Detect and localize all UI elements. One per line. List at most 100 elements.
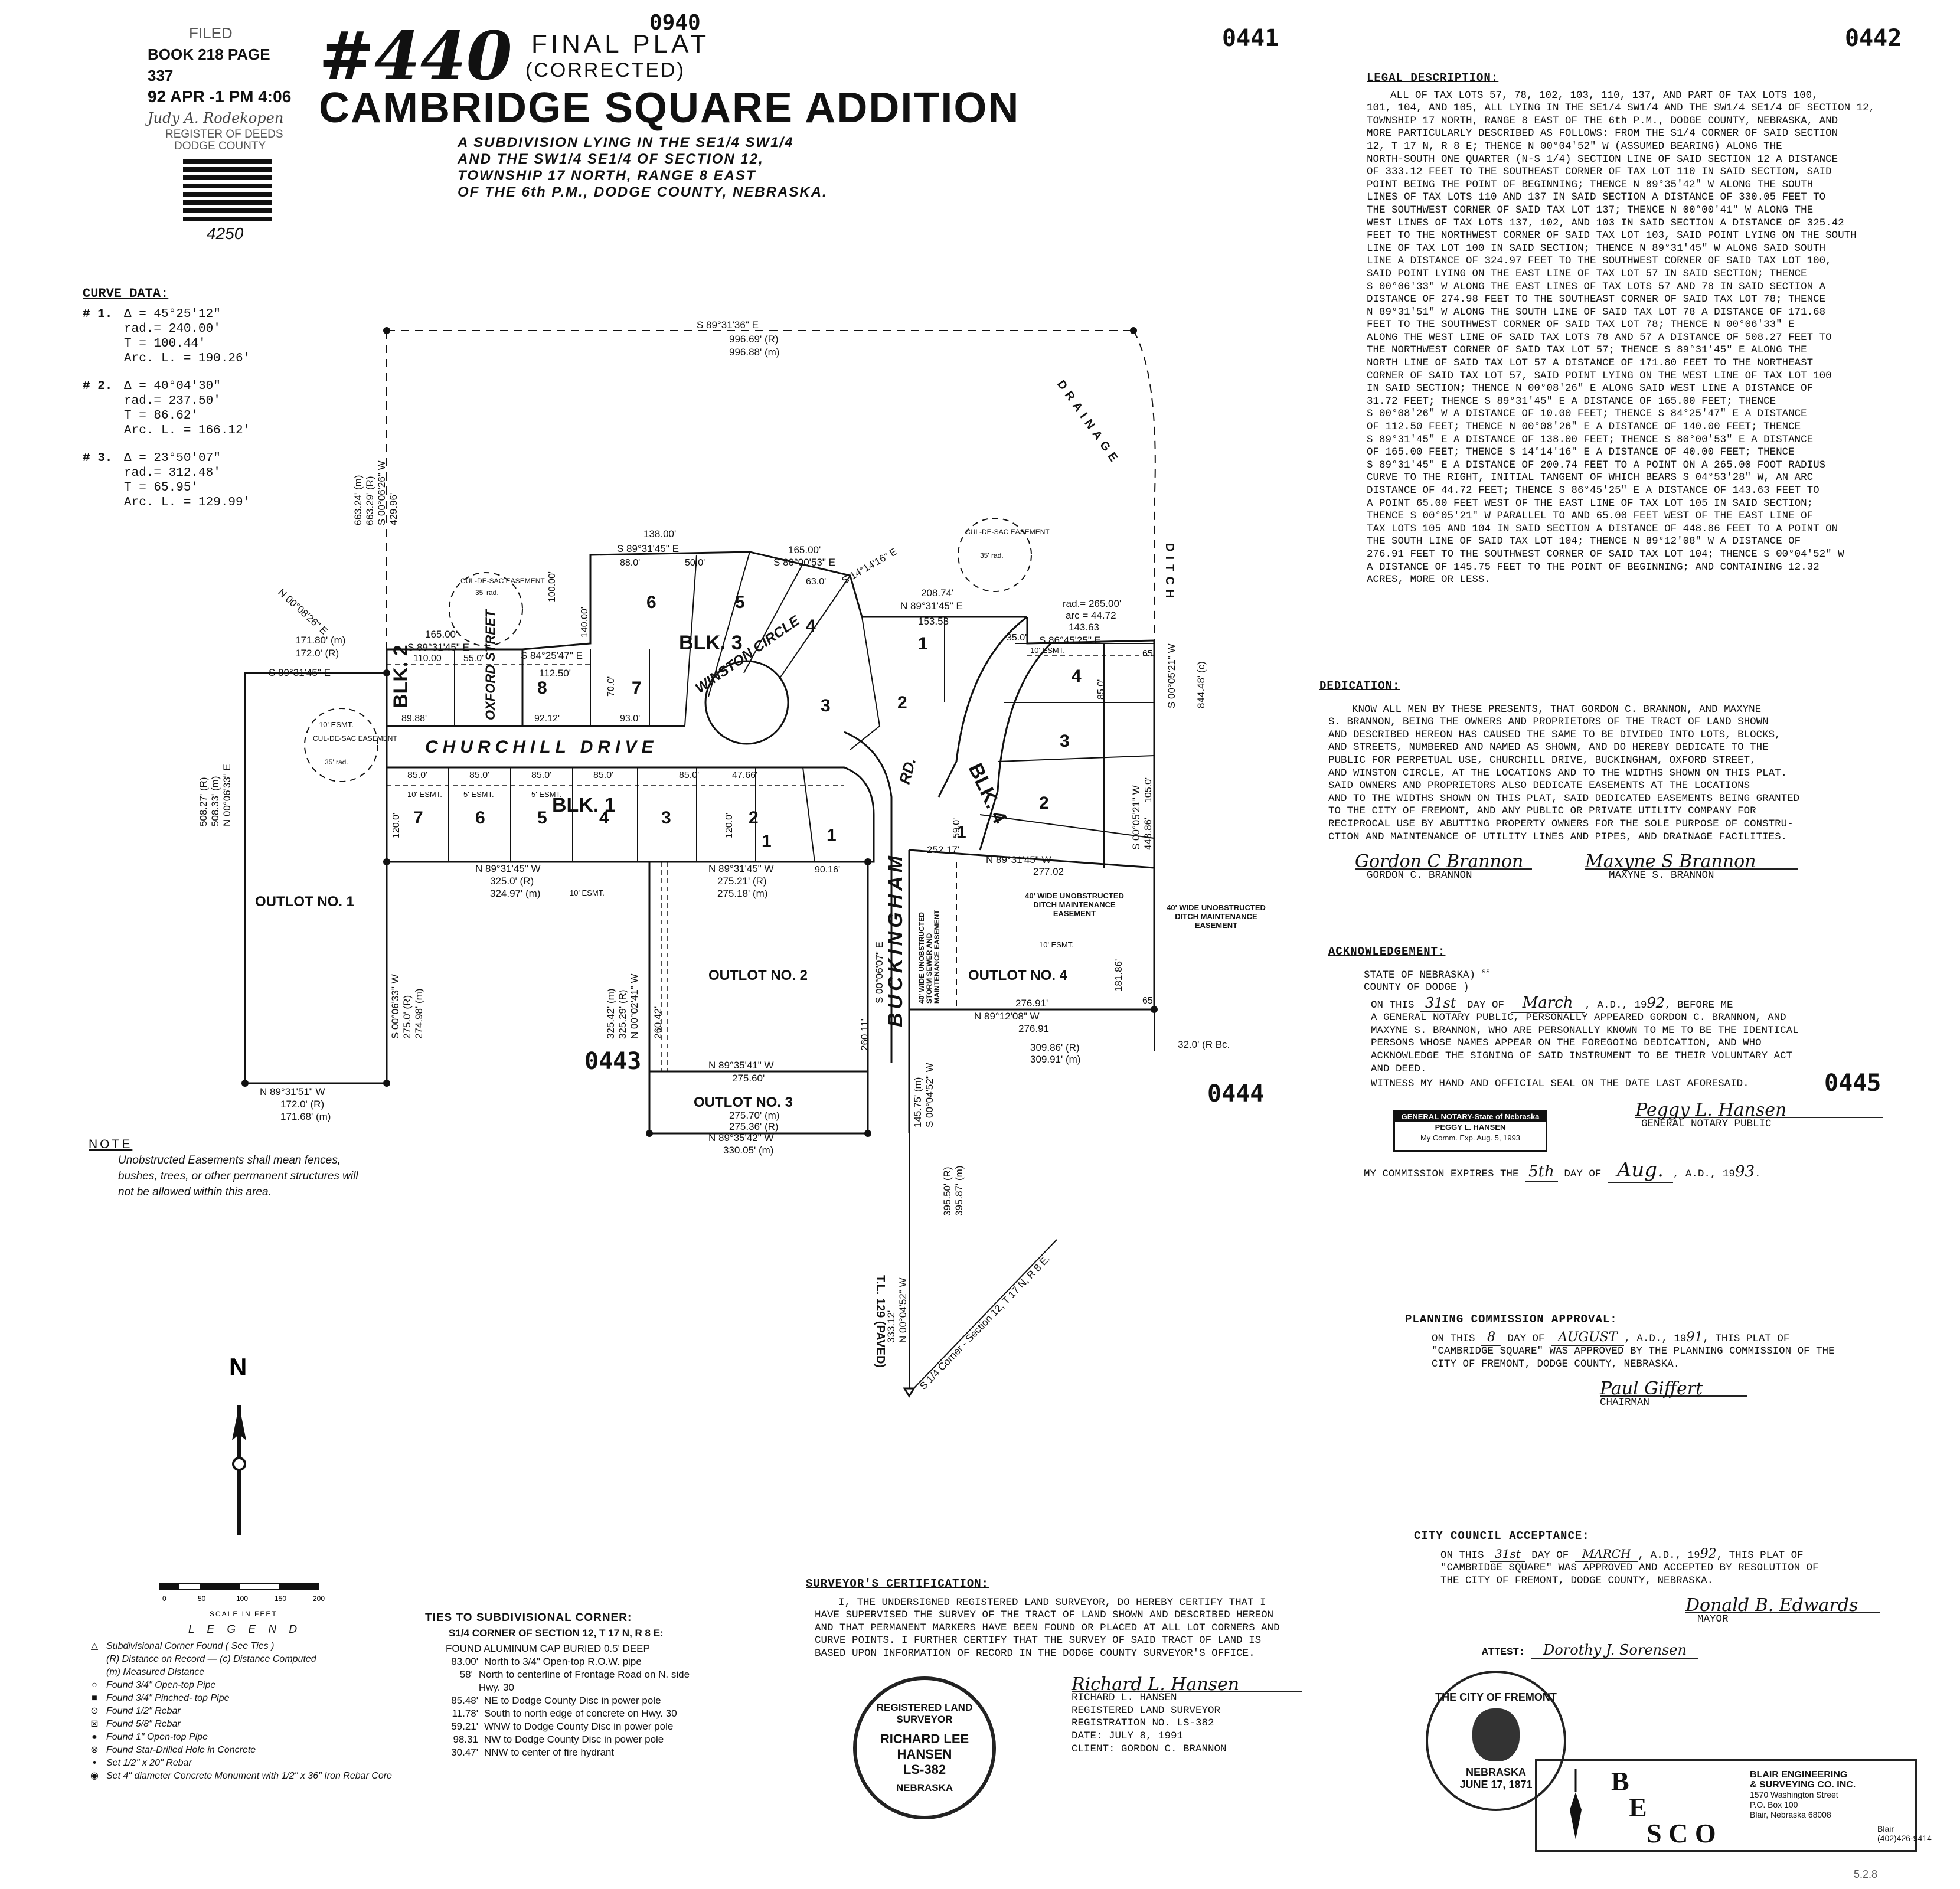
text-line: DISTANCE OF 44.72 FEET; THENCE S 86°45'2… bbox=[1367, 485, 1819, 496]
corner-marker bbox=[1130, 327, 1137, 334]
buckingham-label: BUCKINGHAM bbox=[884, 852, 907, 1027]
signature-script: Richard L. Hansen bbox=[1072, 1675, 1302, 1693]
scale-bar: 0 50 100 150 200 SCALE IN FEET bbox=[159, 1583, 325, 1618]
bearing-label: S 89°31'45" E bbox=[269, 667, 331, 678]
ack-month: March bbox=[1510, 993, 1585, 1013]
distance-label: 275.18' (m) bbox=[717, 888, 767, 899]
lot-dim: 70.0' bbox=[606, 676, 616, 697]
distance-label: 276.91' bbox=[1015, 998, 1048, 1009]
attest-line: ATTEST: Dorothy J. Sorensen bbox=[1482, 1641, 1892, 1659]
curve-arc: Arc. L. = 190.26' bbox=[124, 352, 251, 365]
distance-label: 325.0' (R) bbox=[490, 875, 534, 887]
winston-circle-label: WINSTON CIRCLE bbox=[692, 612, 803, 696]
ack-date-line: ON THIS 31st DAY OF March, A.D., 1992, B… bbox=[1371, 993, 1733, 1013]
legend-item: ⊠Found 5/8" Rebar bbox=[89, 1718, 401, 1731]
page-title: CAMBRIDGE SQUARE ADDITION bbox=[319, 84, 1020, 132]
lot-dim: 47.66' bbox=[732, 770, 757, 780]
pinched-pipe-icon: ■ bbox=[92, 1693, 97, 1703]
text-line: ACKNOWLEDGE THE SIGNING OF SAID INSTRUME… bbox=[1371, 1050, 1793, 1062]
lot-dim: 110.00 bbox=[413, 653, 442, 664]
five-eighth-rebar-icon: ⊠ bbox=[90, 1719, 99, 1729]
text-line: TOWNSHIP 17 NORTH, RANGE 8 EAST OF THE 6… bbox=[1367, 115, 1838, 127]
ack-year: 92 bbox=[1647, 994, 1665, 1011]
lot-number: 1 bbox=[918, 634, 928, 653]
page-number-top: 0940 bbox=[649, 11, 701, 35]
ties-title: TIES TO SUBDIVISIONAL CORNER: bbox=[425, 1612, 632, 1624]
distance-label: 171.68' (m) bbox=[280, 1111, 331, 1122]
text-line: OF 165.00 FEET; THENCE S 14°14'16" E A D… bbox=[1367, 446, 1795, 459]
drainage-label: DRAINAGE bbox=[1054, 378, 1123, 468]
signature-script: Donald B. Edwards bbox=[1685, 1597, 1880, 1615]
bearing-label: N 89°31'45" W bbox=[475, 863, 541, 874]
city-seal: THE CITY OF FREMONT NEBRASKA JUNE 17, 18… bbox=[1426, 1671, 1566, 1811]
distance-label: 112.50' bbox=[539, 668, 571, 679]
text-line: OF 333.12 FEET TO THE SOUTHEAST CORNER O… bbox=[1367, 166, 1832, 178]
outlot-1-label: OUTLOT NO. 1 bbox=[255, 894, 354, 910]
text-line: 31.72 FEET; THENCE S 89°31'45" E A DISTA… bbox=[1367, 395, 1776, 407]
lot-number: 5 bbox=[735, 593, 745, 612]
text-line: A GENERAL NOTARY PUBLIC, PERSONALLY APPE… bbox=[1371, 1012, 1786, 1024]
winston-circle-curve bbox=[704, 660, 789, 745]
block-4-label: BLK. 4 bbox=[964, 760, 1011, 827]
ack-day: 31st bbox=[1420, 994, 1461, 1012]
open-top-pipe-icon: ○ bbox=[92, 1680, 97, 1690]
owner-signature-2: Maxyne S Brannon MAXYNE S. BRANNON bbox=[1585, 853, 1798, 882]
bearing-label: S 00°05'21" W bbox=[1166, 643, 1177, 708]
section-corner-triangle bbox=[903, 1387, 916, 1398]
chairman-signature: Paul Giffert CHAIRMAN bbox=[1600, 1380, 1747, 1409]
text-line: IN SAID SECTION; THENCE N 00°08'26" E AL… bbox=[1367, 383, 1814, 395]
distance-label: 165.00' bbox=[425, 629, 458, 640]
lot-dim: 85.0' bbox=[679, 770, 699, 780]
text-line: 276.91 FEET TO THE SOUTHWEST CORNER OF S… bbox=[1367, 548, 1844, 560]
rd-label: RD. bbox=[896, 756, 920, 786]
easement-label: 10' ESMT. bbox=[1030, 646, 1065, 655]
text-line: CURVE POINTS. I FURTHER CERTIFY THAT THE… bbox=[815, 1635, 1262, 1647]
page-number-0441: 0441 bbox=[1222, 25, 1279, 52]
lot-number: 8 bbox=[537, 678, 547, 698]
lot-number: 7 bbox=[632, 678, 642, 698]
scale-tick: 100 bbox=[236, 1594, 248, 1603]
plat-subtitle: A SUBDIVISION LYING IN THE SE1/4 SW1/4 A… bbox=[458, 135, 828, 201]
block-3-label: BLK. 3 bbox=[679, 632, 743, 654]
lot-dim: 85.0' bbox=[407, 770, 427, 780]
lot-number: 3 bbox=[821, 696, 831, 715]
distance-label: 324.97' (m) bbox=[490, 888, 540, 899]
distance-label: 274.98' (m) bbox=[413, 989, 424, 1039]
text-line: SAID POINT LYING ON THE EAST LINE OF TAX… bbox=[1367, 267, 1807, 280]
bearing-label: N 89°35'42" W bbox=[708, 1132, 774, 1143]
text-line: THE NORTHWEST CORNER OF SAID TAX LOT 57;… bbox=[1367, 344, 1807, 357]
bearing-label: S 89°31'36" E bbox=[697, 319, 759, 331]
text-line: AND TO THE WIDTHS SHOWN ON THIS PLAT, SA… bbox=[1328, 792, 1800, 805]
text-line: AND THAT PERMANENT MARKERS HAVE BEEN FOU… bbox=[815, 1622, 1280, 1634]
easement-label: 10' ESMT. bbox=[319, 720, 354, 729]
text-line: 12, T 17 N, R 8 E; THENCE N 00°04'52" W … bbox=[1367, 140, 1782, 152]
chairman-label: CHAIRMAN bbox=[1600, 1396, 1650, 1408]
legend-item: ⊙Found 1/2" Rebar bbox=[89, 1705, 401, 1718]
filed-stamp: FILED BOOK 218 PAGE 337 92 APR -1 PM 4:0… bbox=[148, 22, 295, 152]
surveyor-title: SURVEYOR'S CERTIFICATION: bbox=[806, 1577, 989, 1590]
text-line: ALONG THE WEST LINE OF SAID TAX LOTS 78 … bbox=[1367, 331, 1832, 344]
text-line: OF 112.50 FEET; THENCE N 00°08'26" E A D… bbox=[1367, 421, 1801, 433]
bearing-label: S 84°25'47" E bbox=[521, 650, 583, 661]
filed-label: FILED bbox=[189, 24, 233, 42]
bearing-label: S 14°14'16" E bbox=[840, 546, 899, 587]
redaction-number: 4250 bbox=[207, 224, 244, 243]
footer-number: 5.2.8 bbox=[1854, 1868, 1878, 1880]
distance-label: 508.27' (R) bbox=[198, 777, 209, 826]
council-text: "CAMBRIDGE SQUARE" WAS APPROVED AND ACCE… bbox=[1440, 1562, 1819, 1574]
bearing-label: N 89°31'45" W bbox=[986, 854, 1051, 865]
curve-arc: Arc. L. = 166.12' bbox=[124, 424, 251, 437]
portrait-icon bbox=[1472, 1708, 1520, 1761]
text-line: WEST LINES OF TAX LOTS 137, 102, AND 103… bbox=[1367, 217, 1844, 229]
tie-item: 83.00'North to 3/4" Open-top R.O.W. pipe bbox=[451, 1656, 642, 1667]
churchill-drive-label: CHURCHILL DRIVE bbox=[425, 737, 658, 757]
page-number-0444: 0444 bbox=[1207, 1080, 1265, 1107]
lot-dim: 120.0' bbox=[391, 813, 401, 838]
block-4-boundary bbox=[1026, 617, 1155, 868]
notary-signature: Peggy L. Hansen GENERAL NOTARY PUBLIC bbox=[1635, 1102, 1883, 1130]
text-line: S 00°08'26" W A DISTANCE OF 10.00 FEET; … bbox=[1367, 408, 1807, 420]
lot-dim: 93.0' bbox=[620, 714, 640, 724]
curve-tangent: T = 86.62' bbox=[124, 409, 199, 423]
ditch-label: DITCH bbox=[1163, 543, 1176, 603]
